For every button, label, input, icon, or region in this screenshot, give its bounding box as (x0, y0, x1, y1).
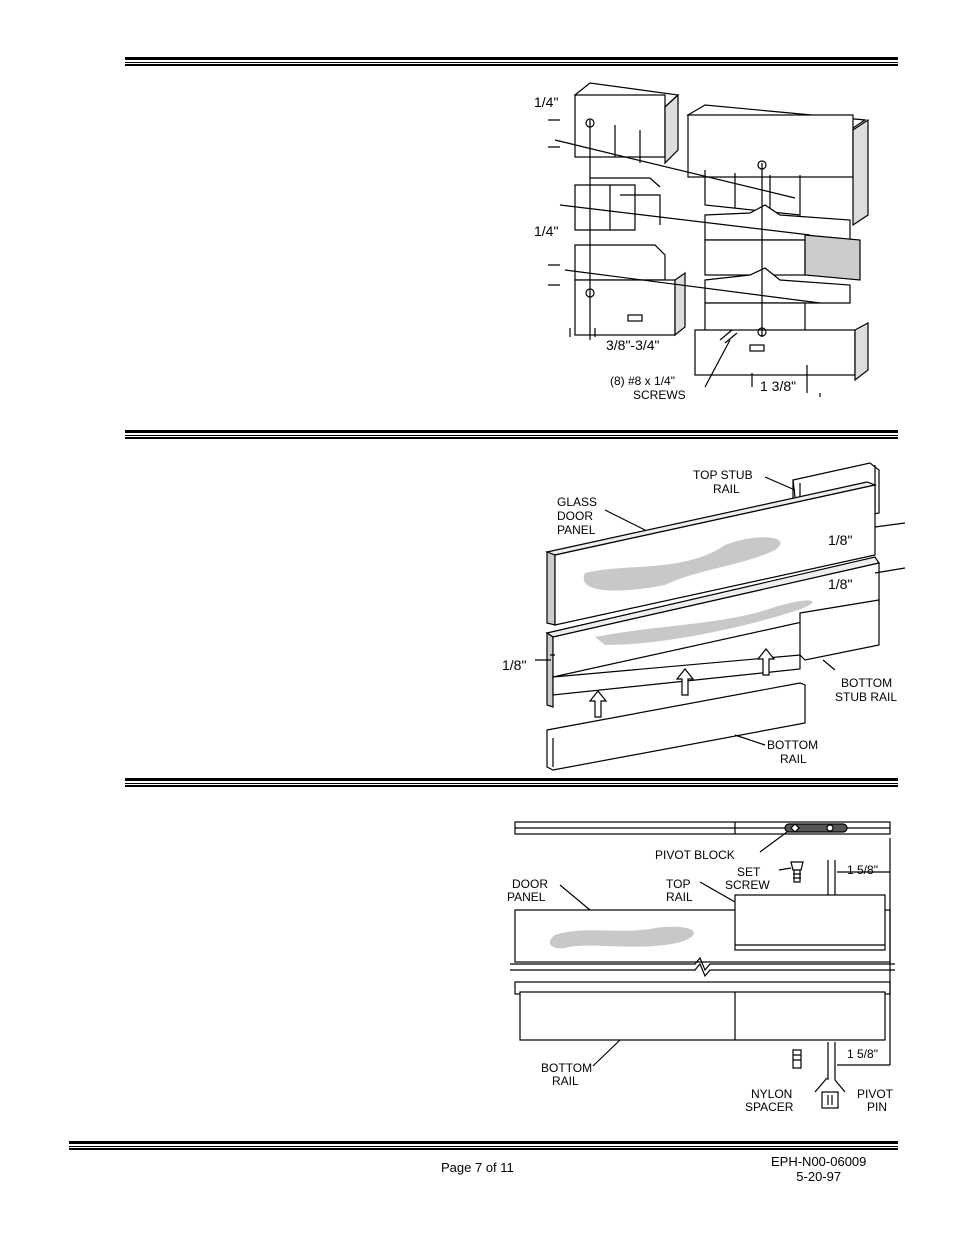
page-number: Page 7 of 11 (441, 1160, 514, 1175)
document-id-block: EPH-N00-06009 5-20-97 (771, 1154, 866, 1184)
dim-eighth-a: 1/8" (828, 532, 852, 548)
bottom-rail-label-l2: RAIL (552, 1074, 579, 1088)
dim-pivot-bottom: 1 5/8" (847, 1047, 878, 1061)
set-screw-label-l1: SET (737, 865, 761, 879)
bottom-stub-rail-label-l2: STUB RAIL (835, 690, 897, 704)
bottom-rail-label-l1: BOTTOM (767, 738, 818, 752)
rail-assembly-figure: 1/4" 1/4" 3/8"-3/4" 1 3/8" (8) #8 x 1/4"… (534, 82, 869, 402)
pivot-pin-label-l1: PIVOT (857, 1087, 894, 1101)
footer-rule (69, 1141, 898, 1150)
pivot-block-label: PIVOT BLOCK (655, 848, 735, 862)
dim-quarter-top: 1/4" (534, 94, 558, 110)
dim-one-three-eighths: 1 3/8" (760, 378, 796, 394)
bottom-rail-label-l2: RAIL (780, 752, 807, 766)
bottom-rail-label-l1: BOTTOM (541, 1061, 592, 1075)
set-screw-label-l2: SCREW (725, 878, 770, 892)
bottom-stub-rail-label-l1: BOTTOM (841, 676, 892, 690)
top-rail-label-l2: RAIL (666, 890, 693, 904)
glass-label-l2: DOOR (557, 509, 593, 523)
door-panel-label-l2: PANEL (507, 890, 546, 904)
glass-label-l1: GLASS (557, 495, 597, 509)
screws-label-line1: (8) #8 x 1/4" (610, 374, 675, 388)
screws-label-line2: SCREWS (633, 388, 686, 402)
pivot-assembly-figure: PIVOT BLOCK SET SCREW 1 5/8" DOOR PANEL … (507, 821, 895, 1114)
top-rail-label-l1: TOP (666, 877, 690, 891)
dim-pivot-top: 1 5/8" (847, 863, 878, 877)
nylon-spacer-label-l1: NYLON (751, 1087, 792, 1101)
section-rule-top (125, 57, 898, 66)
dim-range: 3/8"-3/4" (606, 337, 660, 353)
glass-panel-figure: TOP STUB RAIL GLASS DOOR PANEL 1/8" 1/8"… (502, 462, 906, 771)
door-panel-label-l1: DOOR (512, 877, 548, 891)
nylon-spacer-label-l2: SPACER (745, 1100, 794, 1114)
top-stub-rail-label-l1: TOP STUB (693, 468, 753, 482)
section-rule-3 (125, 778, 898, 787)
dim-eighth-c: 1/8" (502, 657, 526, 673)
dim-eighth-b: 1/8" (828, 576, 852, 592)
pivot-pin-label-l2: PIN (867, 1100, 887, 1114)
document-date: 5-20-97 (796, 1169, 842, 1184)
document-number: EPH-N00-06009 (771, 1154, 867, 1169)
section-rule-2 (125, 430, 898, 439)
top-stub-rail-label-l2: RAIL (713, 482, 740, 496)
glass-label-l3: PANEL (557, 523, 596, 537)
dim-quarter-mid: 1/4" (534, 223, 558, 239)
